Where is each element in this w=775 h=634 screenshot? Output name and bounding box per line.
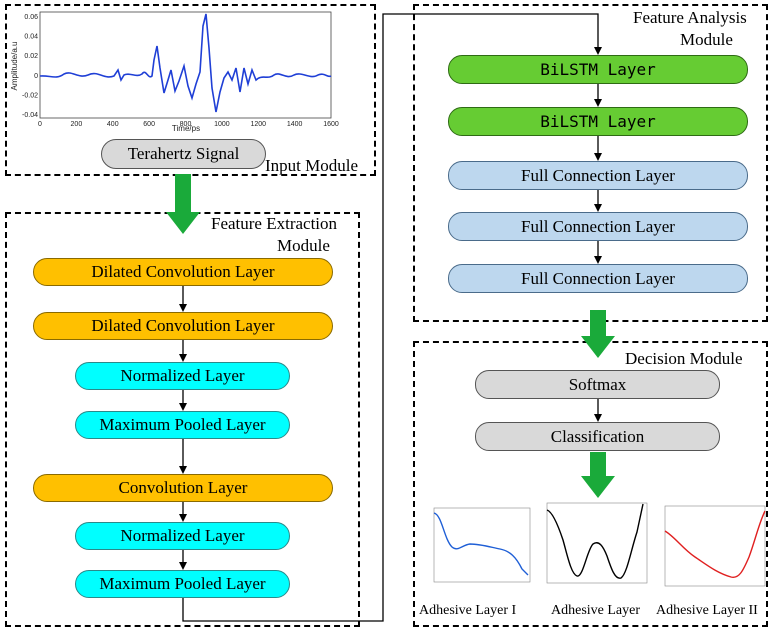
softmax-layer: Softmax: [475, 370, 720, 399]
full-connection-layer-1: Full Connection Layer: [448, 161, 748, 190]
plot-x-tick-label: 1600: [323, 121, 339, 128]
decision-module-title: Decision Module: [625, 349, 743, 368]
output-plot-adhesive-layer-1: [433, 507, 531, 583]
feature-analysis-title-line2: Module: [680, 30, 733, 49]
plot-x-tick-label: 400: [107, 121, 119, 128]
convolution-layer: Convolution Layer: [33, 474, 333, 502]
output-label-adhesive-layer-1: Adhesive Layer I: [419, 603, 517, 618]
plot-y-tick-label: 0: [34, 73, 38, 80]
plot-y-tick-label: 0.06: [24, 14, 38, 21]
plot-x-tick-label: 1400: [287, 121, 303, 128]
maximum-pooled-layer-2: Maximum Pooled Layer: [75, 570, 290, 598]
plot-x-tick-label: 200: [71, 121, 83, 128]
plot-y-tick-label: -0.02: [22, 92, 38, 99]
normalized-layer-2: Normalized Layer: [75, 522, 290, 550]
green-arrow-analysis-to-decision: [581, 310, 615, 358]
output-curve-2: [546, 503, 644, 579]
plot-x-ticks: 0 200 400 600 800 1000 1200 1400 1600: [38, 121, 339, 128]
plot-x-tick-label: 1000: [214, 121, 230, 128]
feature-extraction-title-line1: Feature Extraction: [211, 214, 338, 233]
green-arrow-classification-to-outputs: [581, 452, 615, 498]
output-curve-1: [433, 512, 529, 576]
normalized-layer-1: Normalized Layer: [75, 362, 290, 390]
output-plot-1-frame: [433, 507, 531, 583]
full-connection-layer-3: Full Connection Layer: [448, 264, 748, 293]
output-plot-3-frame: [664, 505, 766, 587]
plot-y-tick-label: 0.02: [24, 53, 38, 60]
plot-x-tick-label: 0: [38, 121, 42, 128]
terahertz-signal-plot: Amplitude/a.u 0.06 0.04 0.02 0 -0.02 -0.04 0 2…: [10, 11, 339, 133]
output-plot-2-frame: [546, 502, 648, 584]
plot-frame: [39, 11, 332, 119]
dilated-convolution-layer-2: Dilated Convolution Layer: [33, 312, 333, 340]
feature-extraction-title-line2: Module: [277, 236, 330, 255]
plot-y-tick-label: -0.04: [22, 112, 38, 119]
output-label-adhesive-layer-2: Adhesive Layer: [551, 603, 641, 618]
plot-ylabel: Amplitude/a.u: [10, 42, 19, 91]
classification-layer: Classification: [475, 422, 720, 451]
bilstm-layer-2: BiLSTM Layer: [448, 107, 748, 136]
output-plot-adhesive-layer-3: [664, 505, 766, 587]
terahertz-signal-box: Terahertz Signal: [101, 139, 266, 169]
terahertz-waveform-line: [39, 13, 332, 113]
bilstm-layer-1: BiLSTM Layer: [448, 55, 748, 84]
plot-y-ticks: 0.06 0.04 0.02 0 -0.02 -0.04: [22, 14, 38, 119]
output-plot-adhesive-layer-2: [546, 502, 648, 584]
dilated-convolution-layer-1: Dilated Convolution Layer: [33, 258, 333, 286]
full-connection-layer-2: Full Connection Layer: [448, 212, 748, 241]
maximum-pooled-layer-1: Maximum Pooled Layer: [75, 411, 290, 439]
plot-y-tick-label: 0.04: [24, 34, 38, 41]
plot-x-tick-label: 800: [180, 121, 192, 128]
plot-xlabel: Time/ps: [172, 124, 200, 133]
plot-x-tick-label: 600: [143, 121, 155, 128]
output-label-adhesive-layer-3: Adhesive Layer II: [656, 603, 758, 618]
output-curve-3: [664, 510, 766, 578]
connector-extraction-to-analysis: [182, 13, 602, 622]
green-arrow-input-to-extraction: [166, 174, 200, 234]
feature-analysis-title-line1: Feature Analysis: [633, 8, 747, 27]
input-module-title: Input Module: [265, 156, 359, 175]
plot-x-tick-label: 1200: [250, 121, 266, 128]
